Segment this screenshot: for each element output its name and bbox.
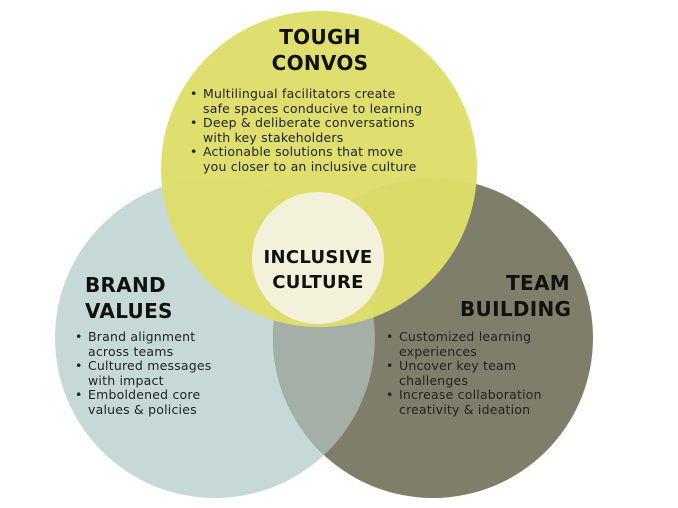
brand-values-title-line1: BRAND — [85, 273, 166, 297]
brand-values-title-line2: VALUES — [85, 299, 173, 323]
inclusive-culture-circle — [252, 192, 384, 324]
list-item: Brand alignment across teams — [75, 329, 265, 359]
bullet-text: values & policies — [88, 401, 197, 417]
list-item: Actionable solutions that move you close… — [190, 144, 480, 174]
inclusive-culture-line1: INCLUSIVE — [263, 247, 373, 268]
team-building-title-line1: TEAM — [506, 271, 570, 295]
list-item: Emboldened core values & policies — [75, 387, 265, 417]
bullet-text: with key stakeholders — [203, 129, 344, 145]
bullet-text: across teams — [88, 343, 174, 359]
list-item: Increase collaboration creativity & idea… — [386, 387, 586, 417]
bullet-text: Deep & deliberate conversations — [203, 115, 415, 130]
bullet-text: Brand alignment — [88, 329, 196, 344]
tough-convos-list: Multilingual facilitators create safe sp… — [190, 86, 480, 174]
brand-values-title: BRAND VALUES — [85, 272, 173, 324]
brand-values-list: Brand alignment across teams Cultured me… — [75, 329, 265, 417]
bullet-text: safe spaces conducive to learning — [203, 100, 423, 116]
tough-convos-title-line2: CONVOS — [271, 51, 369, 75]
list-item: Uncover key team challenges — [386, 358, 586, 388]
bullet-text: Increase collaboration — [399, 387, 542, 402]
team-building-title: TEAM BUILDING — [460, 270, 572, 322]
bullet-text: with impact — [88, 372, 164, 388]
bullet-text: creativity & ideation — [399, 401, 531, 417]
bullet-text: Uncover key team — [399, 358, 517, 373]
bullet-text: Multilingual facilitators create — [203, 86, 396, 101]
bullet-text: you closer to an inclusive culture — [203, 158, 417, 174]
list-item: Customized learning experiences — [386, 329, 586, 359]
tough-convos-title-line1: TOUGH — [279, 25, 361, 49]
bullet-text: Cultured messages — [88, 358, 212, 373]
list-item: Deep & deliberate conversations with key… — [190, 115, 480, 145]
list-item: Multilingual facilitators create safe sp… — [190, 86, 480, 116]
bullet-text: Actionable solutions that move — [203, 144, 404, 159]
list-item: Cultured messages with impact — [75, 358, 265, 388]
tough-convos-title: TOUGH CONVOS — [265, 24, 375, 76]
inclusive-culture-line2: CULTURE — [272, 272, 364, 293]
bullet-text: Emboldened core — [88, 387, 201, 402]
bullet-text: Customized learning — [399, 329, 532, 344]
inclusive-culture-title: INCLUSIVE CULTURE — [248, 245, 388, 295]
team-building-list: Customized learning experiences Uncover … — [386, 329, 586, 417]
team-building-title-line2: BUILDING — [460, 297, 572, 321]
bullet-text: experiences — [399, 343, 477, 359]
bullet-text: challenges — [399, 372, 469, 388]
